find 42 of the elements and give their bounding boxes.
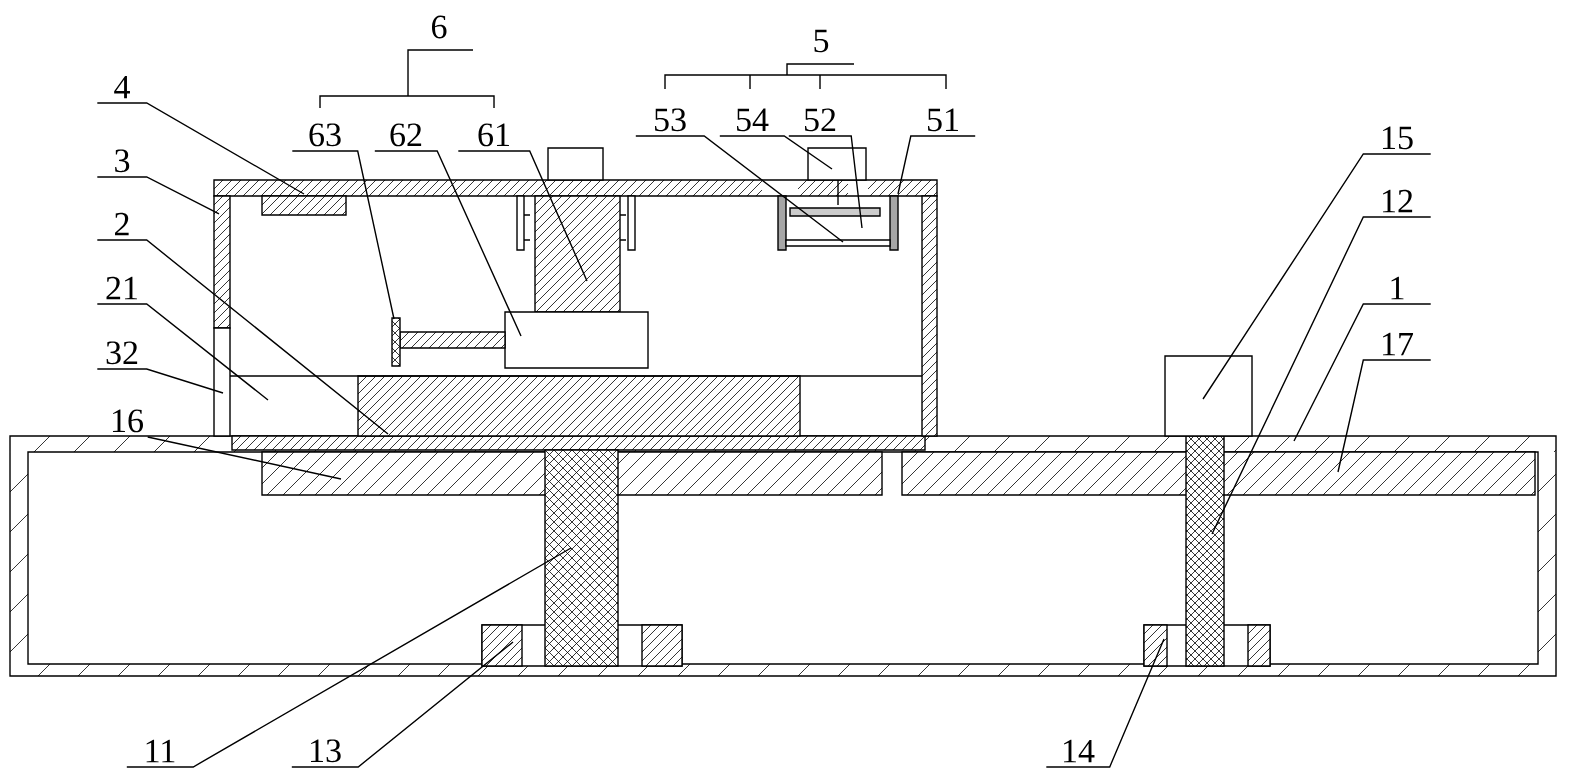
leader-line bbox=[897, 135, 976, 195]
leader-line bbox=[635, 135, 844, 243]
callout-number: 3 bbox=[115, 149, 130, 173]
callout-number: 21 bbox=[106, 276, 137, 300]
leader-line bbox=[788, 135, 863, 229]
callout-number: 13 bbox=[311, 739, 341, 763]
callout-number: 1 bbox=[1391, 276, 1404, 300]
callout-number: 62 bbox=[390, 123, 422, 147]
callout-number: 52 bbox=[805, 108, 836, 132]
callout-number: 12 bbox=[1383, 189, 1413, 213]
leader-line bbox=[374, 150, 522, 337]
leader-line bbox=[1045, 638, 1165, 768]
callout-number: 61 bbox=[478, 123, 509, 147]
callout-number: 15 bbox=[1383, 126, 1413, 150]
callout-number: 6 bbox=[432, 15, 447, 39]
callout-number: 53 bbox=[655, 108, 686, 132]
callout-number: 5 bbox=[814, 29, 829, 53]
leader-line bbox=[291, 150, 395, 320]
leader-line bbox=[1337, 359, 1432, 473]
callout-number: 17 bbox=[1383, 332, 1414, 356]
leader-line bbox=[1211, 216, 1432, 535]
leader-line bbox=[147, 436, 342, 480]
callout-number: 4 bbox=[114, 75, 130, 99]
callout-number: 32 bbox=[106, 341, 138, 365]
leader-line bbox=[719, 135, 833, 170]
callout-number: 11 bbox=[146, 739, 175, 763]
leader-line bbox=[96, 239, 389, 435]
leader-line bbox=[96, 368, 224, 394]
leader-line bbox=[96, 176, 220, 215]
leader-line bbox=[96, 303, 269, 401]
leader-line bbox=[457, 150, 588, 282]
callout-number: 51 bbox=[928, 108, 958, 132]
leader-line bbox=[96, 102, 305, 195]
leader-line bbox=[1202, 153, 1432, 400]
callout-number: 16 bbox=[113, 409, 143, 433]
callout-number: 63 bbox=[309, 123, 341, 147]
leader-line bbox=[291, 641, 514, 768]
leader-line bbox=[126, 547, 572, 768]
callout-number: 14 bbox=[1064, 739, 1095, 763]
leader-line bbox=[1293, 303, 1432, 442]
callout-number: 2 bbox=[115, 212, 129, 236]
callout-number: 54 bbox=[737, 108, 769, 132]
